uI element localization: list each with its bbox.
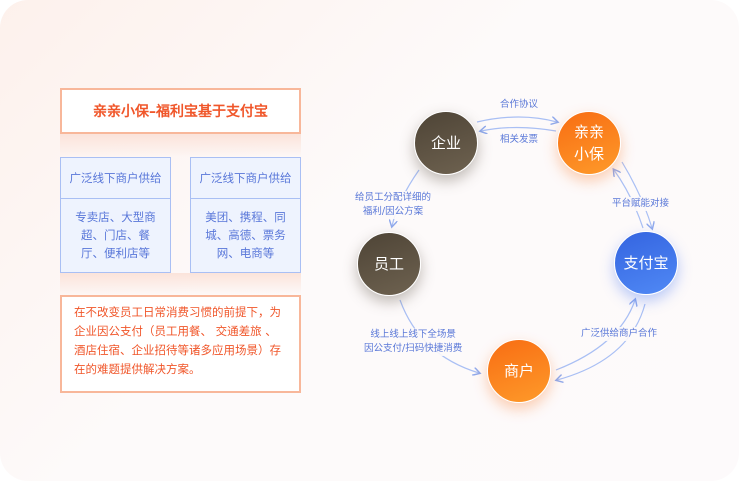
box-body: 专卖店、大型商 超、门店、餐 厅、便利店等 bbox=[61, 199, 170, 262]
solution-description: 在不改变员工日常消费习惯的前提下，为企业因公支付（员工用餐、 交通差旅 、酒店住… bbox=[60, 295, 301, 393]
node-enterprise: 企业 bbox=[414, 111, 478, 175]
node-alipay: 支付宝 bbox=[614, 231, 678, 295]
connector-shade bbox=[60, 134, 301, 157]
label-line: 给员工分配详细的 bbox=[355, 192, 432, 203]
connector-shade bbox=[60, 273, 301, 295]
label-agreement: 合作协议 bbox=[500, 98, 539, 112]
box-body: 美团、携程、同 城、高德、票务 网、电商等 bbox=[191, 199, 300, 262]
node-label: 亲亲 bbox=[573, 123, 604, 141]
arrow-supply-down bbox=[557, 303, 646, 380]
panel-title-text: 亲亲小保–福利宝基于支付宝 bbox=[93, 104, 268, 120]
body-line: 厅、便利店等 bbox=[81, 246, 150, 260]
body-line: 网、电商等 bbox=[216, 246, 275, 260]
node-merchant: 商户 bbox=[487, 339, 551, 403]
node-label: 支付宝 bbox=[623, 254, 669, 272]
label-line: 因公支付/扫码快捷消费 bbox=[364, 343, 463, 354]
label-platform: 平台赋能对接 bbox=[612, 197, 670, 211]
body-line: 超、门店、餐 bbox=[81, 228, 150, 242]
arrow-agreement bbox=[476, 117, 557, 122]
node-label: 企业 bbox=[430, 134, 461, 152]
label-invoice: 相关发票 bbox=[500, 133, 539, 147]
node-qinqin: 亲亲小保 bbox=[557, 111, 621, 175]
body-line: 美团、携程、同 bbox=[205, 210, 286, 224]
online-supply-box: 广泛线下商户供给 美团、携程、同 城、高德、票务 网、电商等 bbox=[190, 157, 301, 273]
label-line: 线上线上线下全场景 bbox=[370, 329, 456, 340]
label-supply: 广泛供给商户合作 bbox=[581, 327, 658, 341]
box-header: 广泛线下商户供给 bbox=[191, 158, 300, 199]
label-payment: 线上线上线下全场景 因公支付/扫码快捷消费 bbox=[364, 328, 463, 356]
arrow-invoice bbox=[481, 128, 557, 132]
offline-supply-box: 广泛线下商户供给 专卖店、大型商 超、门店、餐 厅、便利店等 bbox=[60, 157, 171, 273]
body-line: 专卖店、大型商 bbox=[75, 210, 156, 224]
node-label: 小保 bbox=[573, 145, 604, 163]
body-line: 城、高德、票务 bbox=[205, 228, 286, 242]
label-line: 福利/因公方案 bbox=[362, 206, 424, 217]
panel-title: 亲亲小保–福利宝基于支付宝 bbox=[60, 88, 301, 134]
arrow-platform-down bbox=[621, 161, 652, 228]
label-allocate: 给员工分配详细的 福利/因公方案 bbox=[355, 191, 432, 219]
node-label: 商户 bbox=[503, 362, 534, 380]
node-employee: 员工 bbox=[357, 232, 421, 296]
box-header: 广泛线下商户供给 bbox=[61, 158, 170, 199]
node-label: 员工 bbox=[373, 255, 404, 273]
